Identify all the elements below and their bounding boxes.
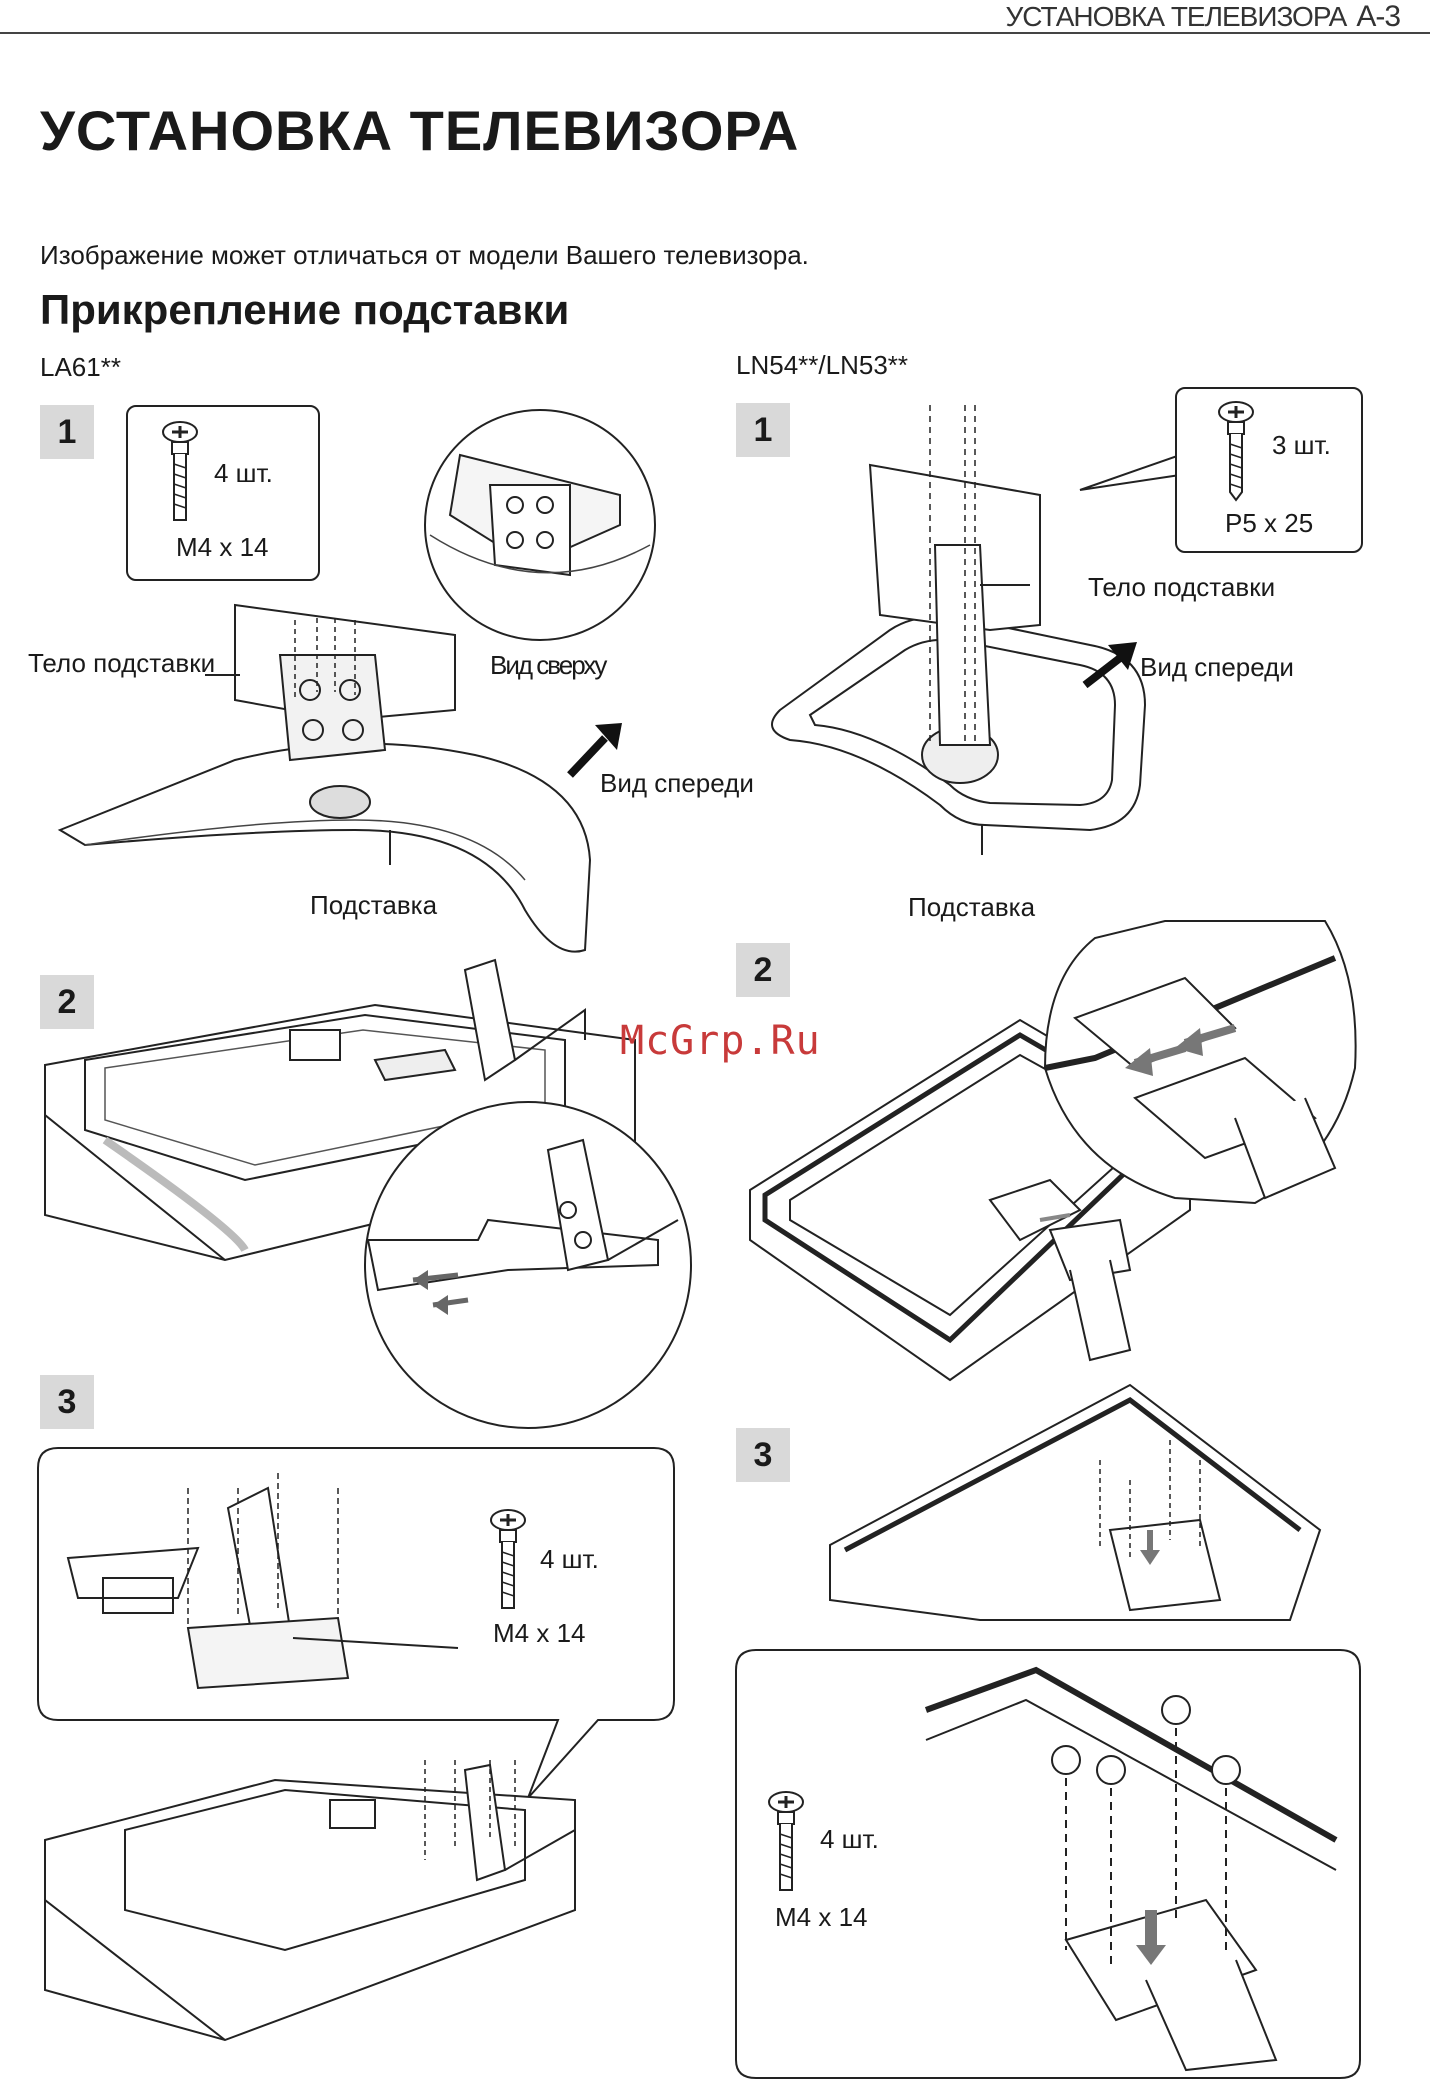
stand-illustration-right-1 — [760, 405, 1180, 845]
detail-callout-right-3 — [736, 1650, 1360, 2080]
screw-size-right-3: M4 x 14 — [775, 1902, 868, 1932]
arrow-up-right-icon — [565, 723, 622, 780]
step-badge-right-2: 2 — [736, 943, 790, 997]
arrow-up-right-icon — [1080, 642, 1137, 690]
screw-icon — [1216, 400, 1256, 505]
model-label-la61: LA61** — [40, 352, 121, 382]
step-badge-left-2: 2 — [40, 975, 94, 1029]
step-badge-right-1: 1 — [736, 403, 790, 457]
screw-callout-left-1 — [126, 405, 320, 581]
step-badge-left-3: 3 — [40, 1375, 94, 1429]
screw-count-right-3: 4 шт. — [820, 1824, 879, 1854]
screw-icon — [766, 1790, 806, 1895]
magnifier-left-2 — [358, 1100, 718, 1430]
screw-icon — [488, 1508, 528, 1613]
model-label-ln54-ln53: LN54**/LN53** — [736, 350, 909, 380]
label-front-view-right: Вид спереди — [1140, 652, 1294, 682]
watermark-text: McGrp.Ru — [620, 1018, 821, 1064]
label-front-view-left: Вид спереди — [600, 768, 754, 798]
label-stand-body-right: Тело подставки — [1088, 572, 1276, 602]
label-stand-body-left: Тело подставки — [28, 648, 216, 678]
screw-size-right-1: P5 x 25 — [1225, 508, 1314, 538]
detail-callout-left-3 — [38, 1448, 674, 1748]
label-stand-base-left: Подставка — [310, 890, 438, 920]
image-disclaimer: Изображение может отличаться от модели В… — [40, 240, 809, 270]
header-rule — [0, 32, 1430, 34]
screw-icon — [160, 420, 200, 525]
tv-illustration-right-3 — [830, 1380, 1330, 1640]
label-stand-base-right: Подставка — [908, 892, 1036, 922]
page-number: A-3 — [1356, 0, 1401, 33]
screw-callout-right-1 — [1175, 387, 1363, 553]
screw-count-right-1: 3 шт. — [1272, 430, 1331, 460]
running-title: УСТАНОВКА ТЕЛЕВИЗОРА — [1005, 1, 1347, 32]
label-top-view: Вид сверху — [490, 650, 607, 680]
magnifier-right-2 — [1035, 918, 1365, 1218]
tv-back-illustration-left-3 — [45, 1760, 605, 2080]
page-title: УСТАНОВКА ТЕЛЕВИЗОРА — [40, 99, 800, 162]
screw-size-left-3: M4 x 14 — [493, 1618, 586, 1648]
section-heading: Прикрепление подставки — [40, 286, 570, 333]
stand-illustration-left-1 — [55, 580, 595, 960]
top-view-magnifier — [420, 405, 660, 645]
screw-count-left-1: 4 шт. — [214, 458, 273, 488]
screw-size-left-1: M4 x 14 — [176, 532, 269, 562]
screw-count-left-3: 4 шт. — [540, 1544, 599, 1574]
step-badge-right-3: 3 — [736, 1428, 790, 1482]
running-header: УСТАНОВКА ТЕЛЕВИЗОРА A-3 — [1005, 0, 1401, 33]
callout-pointer-right-1 — [1080, 455, 1180, 495]
step-badge-left-1: 1 — [40, 405, 94, 459]
